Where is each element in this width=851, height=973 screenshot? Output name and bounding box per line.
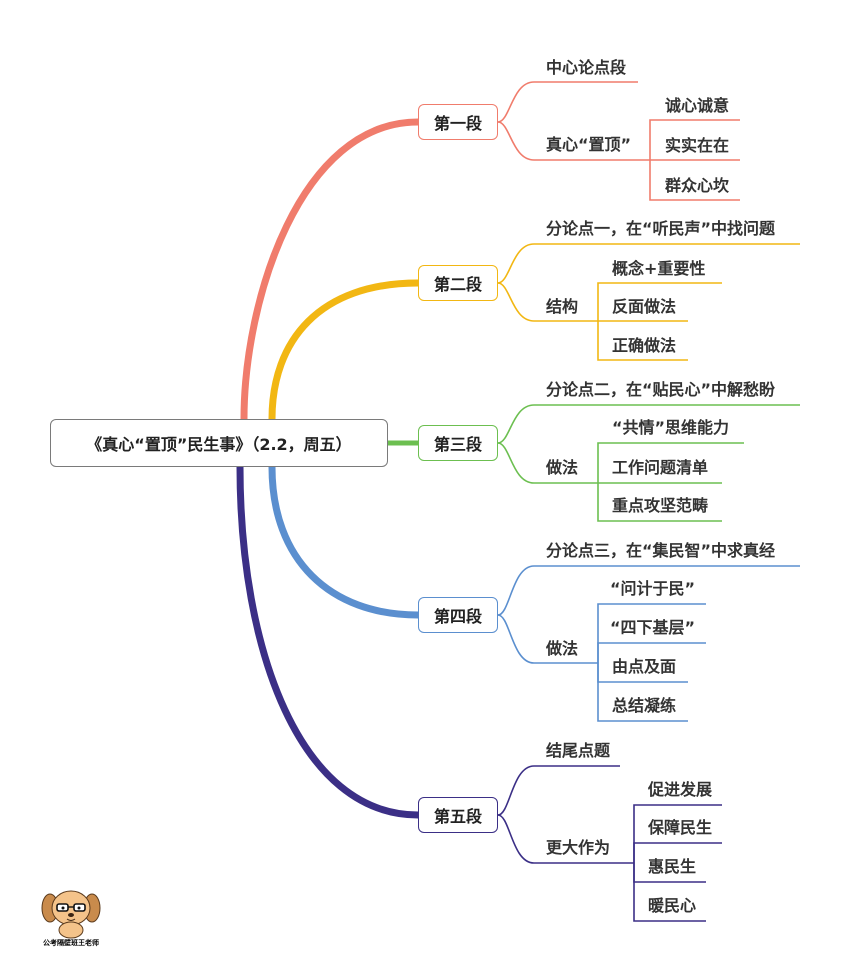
section-1-topic: 中心论点段 [546,58,627,77]
section-4-links [497,565,800,722]
section-2-links [497,243,800,361]
section-4-item-2: “四下基层” [610,618,696,637]
branch-link-5 [236,463,422,819]
section-1-item-2: 实实在在 [665,136,730,155]
section-1-node: 第一段 [418,104,498,140]
section-4-node: 第四段 [418,597,498,633]
section-1-sublabel: 真心“置顶” [546,135,632,154]
section-1-links [497,81,740,201]
branch-link-2 [268,279,422,423]
section-5-links [497,765,722,922]
section-2-item-2: 反面做法 [612,297,677,316]
section-5-node: 第五段 [418,797,498,833]
branch-link-1 [240,118,422,423]
section-4-sublabel: 做法 [546,639,579,658]
section-5-item-2: 保障民生 [648,818,713,837]
branch-link-4 [268,463,422,619]
section-4-item-4: 总结凝练 [612,696,677,715]
section-2-topic: 分论点一，在“听民声”中找问题 [546,219,776,238]
section-3-node: 第三段 [418,425,498,461]
section-3-item-3: 重点攻坚范畴 [612,496,709,515]
section-5-topic: 结尾点题 [546,741,611,760]
section-1-item-3: 群众心坎 [665,176,730,195]
section-5-sublabel: 更大作为 [546,838,611,857]
section-5-item-3: 惠民生 [648,857,697,876]
section-4-topic: 分论点三，在“集民智”中求真经 [546,541,776,560]
section-2-item-3: 正确做法 [612,336,677,355]
section-4-item-3: 由点及面 [612,657,677,676]
section-3-item-1: “共情”思维能力 [612,418,730,437]
section-3-item-2: 工作问题清单 [612,458,709,477]
section-1-item-1: 诚心诚意 [665,96,730,115]
section-3-sublabel: 做法 [546,458,579,477]
section-2-sublabel: 结构 [546,297,579,316]
section-2-item-1: 概念+重要性 [612,259,706,278]
section-5-item-1: 促进发展 [648,780,713,799]
section-2-node: 第二段 [418,265,498,301]
dog-mascot-logo [41,890,101,939]
section-5-item-4: 暖民心 [648,896,697,915]
logo-caption: 公考隔壁班王老师 [43,939,99,947]
section-4-item-1: “问计于民” [610,579,696,598]
central-topic: 《真心“置顶”民生事》（2.2，周五） [50,419,388,467]
section-3-topic: 分论点二，在“贴民心”中解愁盼 [546,380,776,399]
section-3-links [497,404,800,522]
